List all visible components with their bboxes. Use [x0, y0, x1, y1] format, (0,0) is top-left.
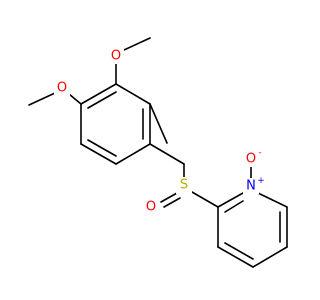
atom-nitrogen-charge: + — [257, 176, 265, 186]
bond-layer — [28, 37, 168, 165]
atom-sulfur: S — [180, 178, 188, 193]
atom-nitrogen: N — [246, 179, 256, 194]
bond-c1-methylene — [149, 143, 185, 165]
bond-ring1-d-inner — [87, 139, 117, 157]
bond-s-o-2 — [163, 197, 181, 208]
atom-o-methoxy-top: O — [111, 49, 121, 64]
bond-ring1-d — [80, 143, 117, 165]
bond-s-c2 — [191, 191, 219, 208]
bond-py-c5-c4 — [252, 246, 288, 268]
bond-o-ch3-left — [28, 92, 56, 106]
bond-ring-ch2 — [149, 103, 168, 144]
atom-o-methoxy-left: O — [57, 81, 67, 96]
atom-o-n-oxide: O — [246, 152, 256, 167]
bond-o-ch3-top — [123, 37, 151, 51]
bond-py-c2-n-main — [217, 192, 244, 208]
bond-layer-main — [149, 143, 288, 268]
bond-py-c4-c3 — [217, 246, 254, 268]
bond-ring1-a — [115, 83, 151, 105]
atom-labels: O O S O N + O - — [54, 48, 265, 215]
bond-py-c2-n-double — [224, 200, 244, 213]
atom-o-sulfinyl: O — [146, 200, 156, 215]
bond-py-c4-c3-inner — [224, 242, 254, 260]
bond-s-o-1 — [160, 192, 178, 203]
bond-ring1-f — [80, 83, 117, 105]
molecule-diagram: O O S O N + O - — [28, 37, 288, 268]
bond-ring1-f-inner — [87, 91, 117, 109]
bond-ring1-c — [115, 143, 151, 165]
bond-py-n-c6 — [257, 192, 288, 208]
bond-c4-o — [68, 93, 82, 105]
atom-o-n-oxide-charge: - — [258, 148, 261, 158]
